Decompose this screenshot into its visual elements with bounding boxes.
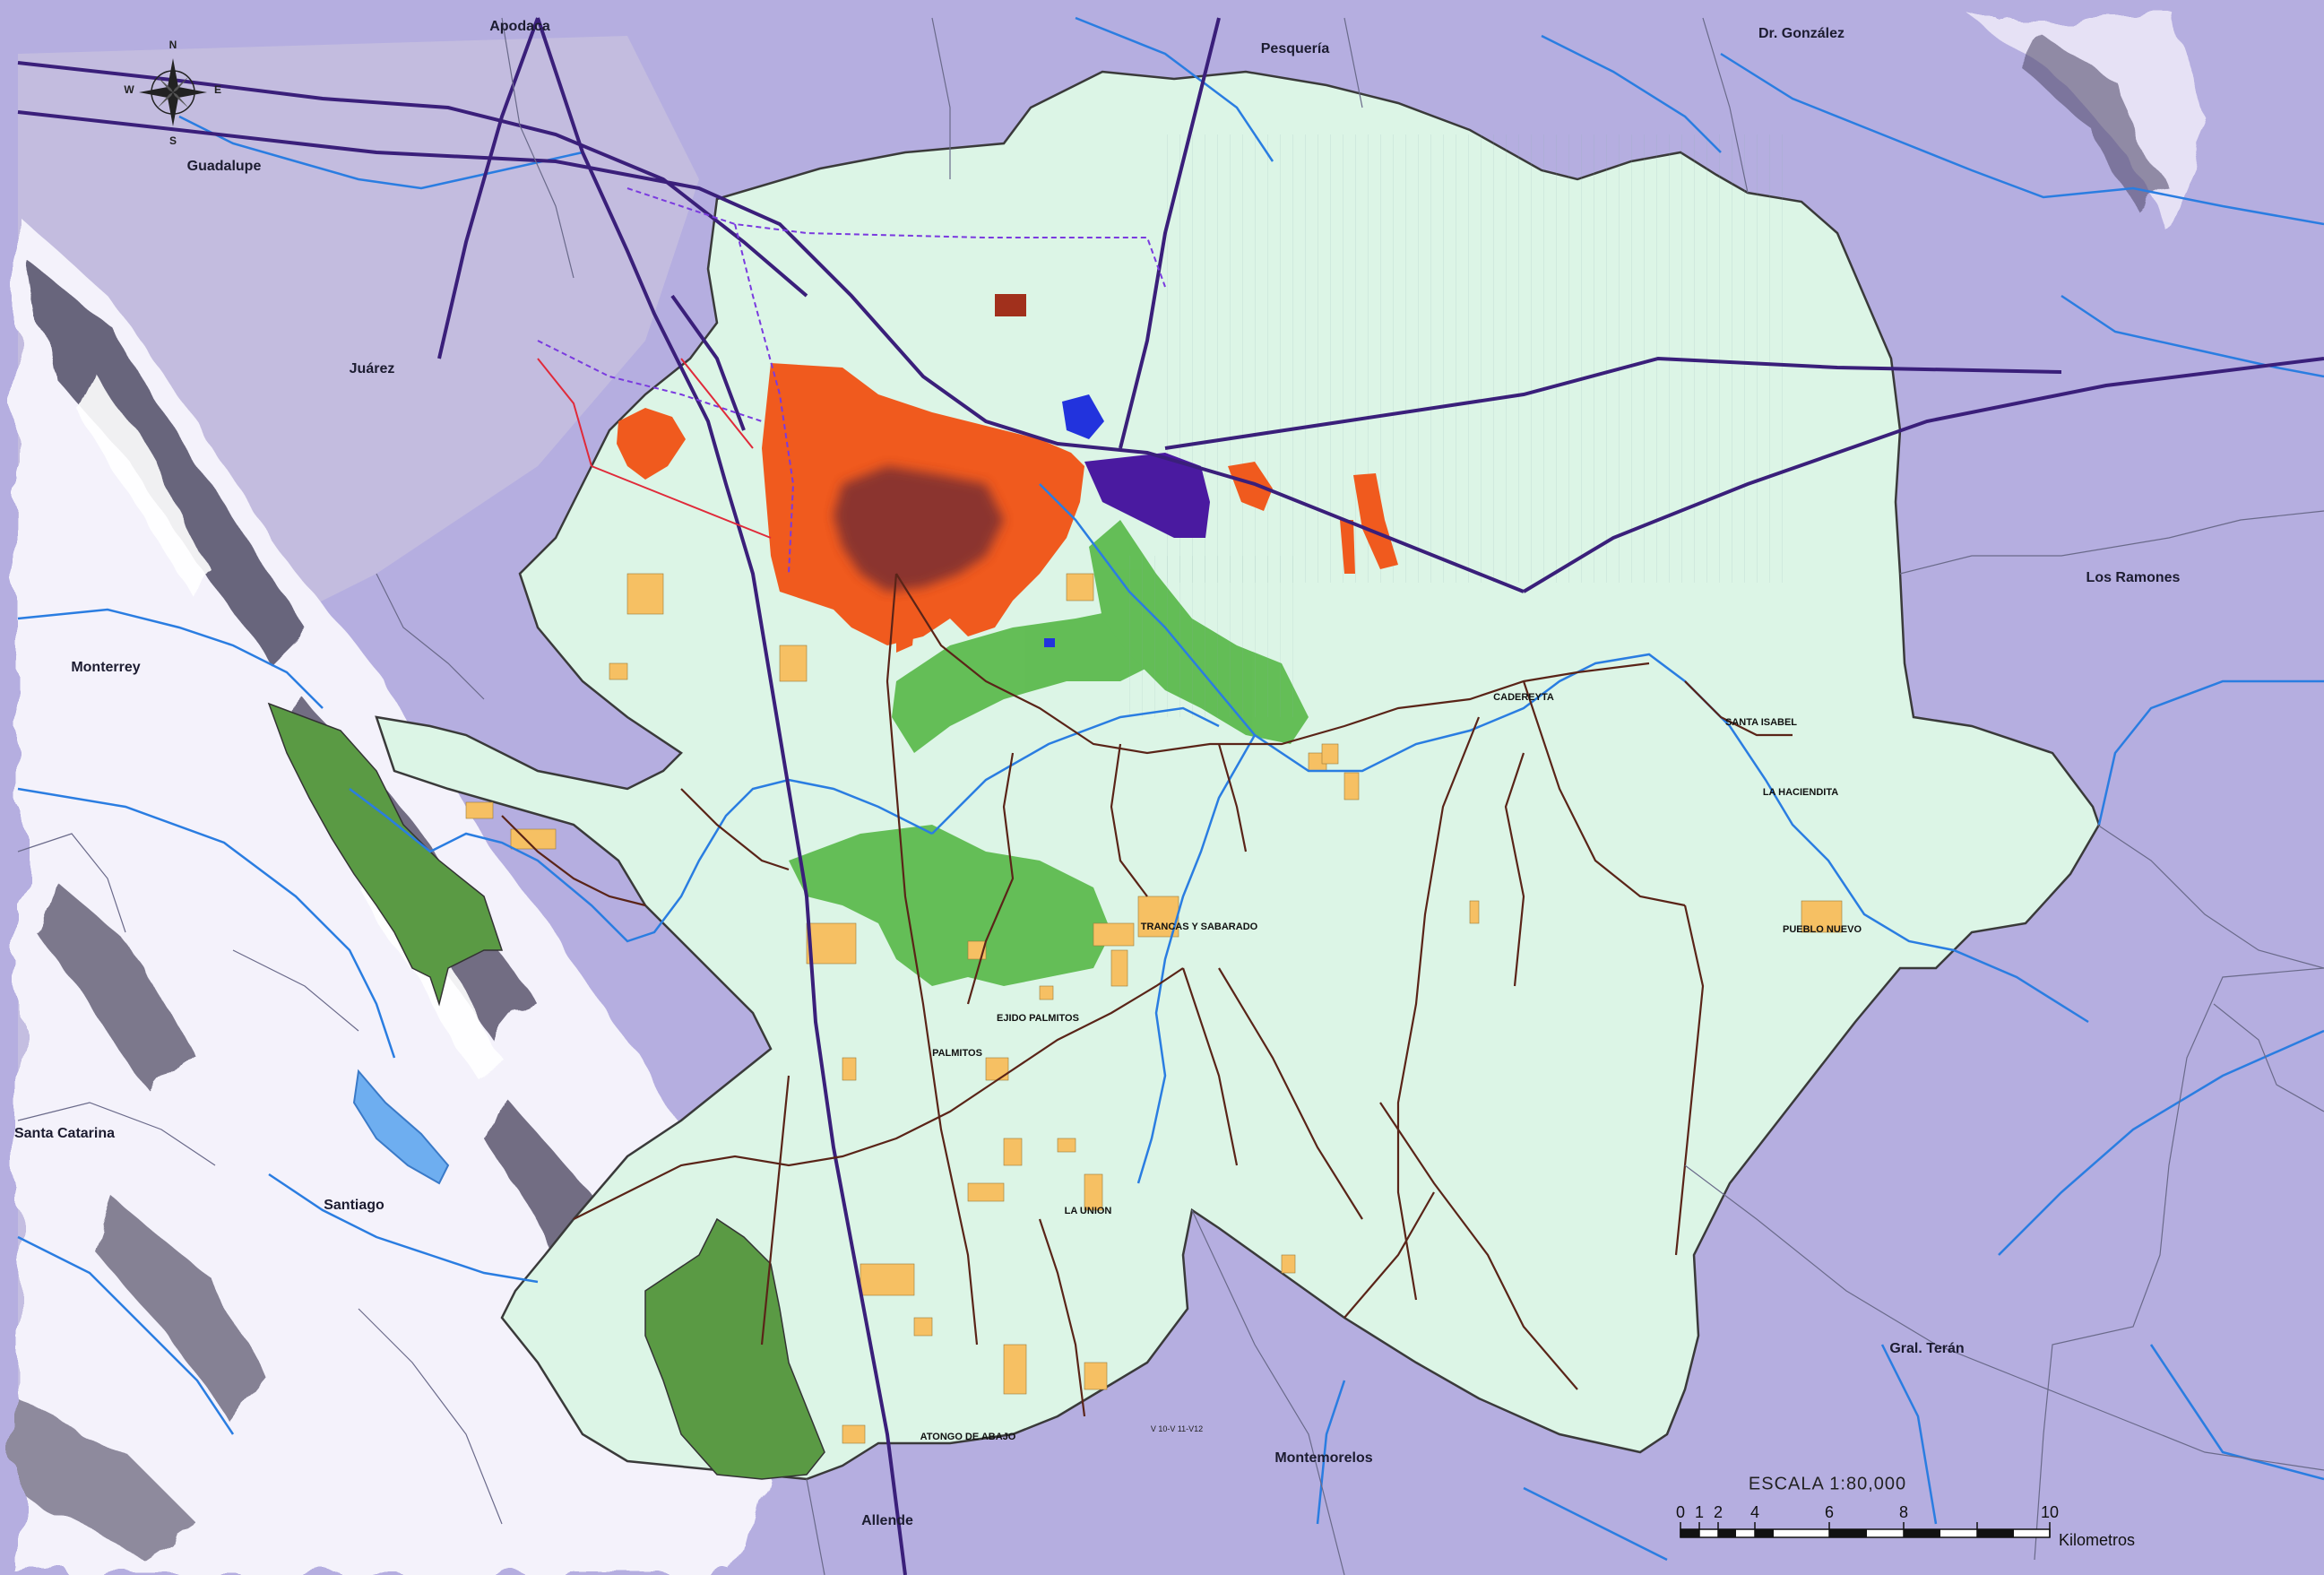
label-apodaca[interactable]: Apodaca [489,19,550,34]
mountain-relief-east [1972,18,2214,233]
reservoir [352,1069,450,1185]
label-pesqueria[interactable]: Pesquería [1260,41,1330,56]
scale-tick-label: 8 [1898,1503,1909,1521]
label-map-marker: V 10-V 11-V12 [1150,1424,1204,1433]
label-juarez[interactable]: Juárez [349,361,395,376]
label-pueblo-nuevo[interactable]: PUEBLO NUEVO [1782,924,1862,935]
reserve-violet [1084,453,1210,538]
urban-parcel-north [995,294,1026,316]
label-ejido-palmitos[interactable]: EJIDO PALMITOS [997,1013,1079,1024]
boundary-lines [537,187,1166,575]
scale-bar-segments [1680,1529,2014,1537]
scale-tick-label: 10 [2040,1503,2060,1521]
forest-reserve-south [644,1217,825,1480]
label-la-union[interactable]: LA UNION [1064,1206,1112,1216]
label-monterrey[interactable]: Monterrey [71,660,141,675]
label-los-ramones[interactable]: Los Ramones [2086,570,2181,585]
blue-zone [1062,394,1104,439]
label-la-haciendita[interactable]: LA HACIENDITA [1762,787,1839,798]
label-cadereyta[interactable]: CADEREYTA [1493,692,1554,703]
label-gral-teran[interactable]: Gral. Terán [1889,1341,1965,1356]
scale-tick-label: 6 [1824,1503,1835,1521]
scale-tick-label: 0 [1675,1503,1686,1521]
label-santiago[interactable]: Santiago [324,1198,384,1213]
label-santa-catarina[interactable]: Santa Catarina [13,1126,116,1141]
compass-west: W [124,83,134,96]
forest-texture [1120,556,1300,717]
label-santa-isabel[interactable]: SANTA ISABEL [1724,717,1798,728]
label-atongo-de-abajo[interactable]: ATONGO DE ABAJO [920,1432,1016,1442]
compass-rose-icon [139,58,207,126]
scale-bar [1680,1522,2051,1538]
municipal-lines [17,17,2324,1575]
scale-tick-label: 1 [1694,1503,1705,1521]
scale-tick-label: 4 [1749,1503,1760,1521]
rivers [17,16,2324,1562]
forest-reserve-west [267,702,504,1007]
label-trancas-y-sabarado[interactable]: TRANCAS Y SABARADO [1140,922,1258,932]
label-guadalupe[interactable]: Guadalupe [186,159,262,174]
blue-zone-small [1044,638,1055,647]
development-areas [465,573,1843,1444]
highways [17,17,2324,1575]
parcel-lines [1165,134,1793,583]
urban-dense-core [834,466,1004,592]
scale-tick-label: 2 [1713,1503,1724,1521]
scale-unit: Kilometros [2059,1531,2136,1549]
compass-north: N [168,39,177,51]
red-roads [537,358,772,539]
scale-title: ESCALA 1:80,000 [1748,1474,1907,1494]
local-roads [501,573,1793,1417]
compass-east: E [213,83,222,96]
scale-bar-ticks [1680,1522,2051,1537]
compass-south: S [168,134,177,147]
label-allende[interactable]: Allende [861,1513,913,1528]
label-montemorelos[interactable]: Montemorelos [1274,1450,1373,1466]
label-palmitos[interactable]: PALMITOS [932,1048,982,1059]
label-dr-gonzalez[interactable]: Dr. González [1758,26,1845,41]
